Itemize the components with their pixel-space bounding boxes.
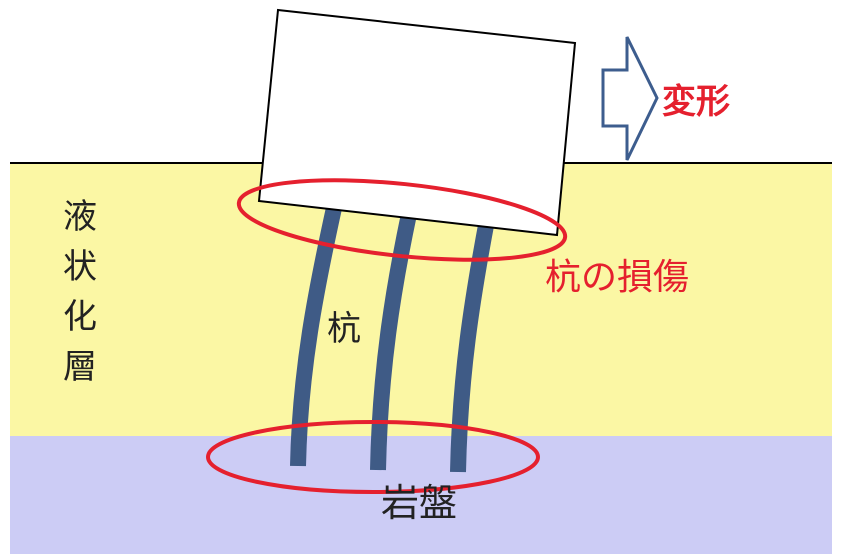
liquefied-layer-char-2: 状 [63, 247, 97, 287]
tilted-building [257, 8, 577, 237]
pile-label: 杭 [327, 309, 361, 349]
bedrock-label: 岩盤 [381, 481, 458, 525]
liquefied-layer-char-1: 液 [63, 197, 97, 237]
pile-damage-label: 杭の損傷 [545, 257, 690, 298]
pile-tip-ellipse [206, 420, 540, 494]
pile-head-damage-ellipse [236, 178, 568, 262]
liquefied-layer-label: 液 状 化 層 [58, 200, 102, 400]
liquefied-layer-char-4: 層 [63, 347, 97, 387]
bedrock-layer [10, 436, 832, 554]
pile-left [290, 206, 342, 467]
deformation-label: 変形 [662, 82, 730, 122]
pile-right [450, 218, 495, 473]
pile-middle [370, 212, 417, 471]
right-arrow-outline-icon [601, 36, 659, 161]
liquefied-layer-char-3: 化 [63, 297, 97, 337]
